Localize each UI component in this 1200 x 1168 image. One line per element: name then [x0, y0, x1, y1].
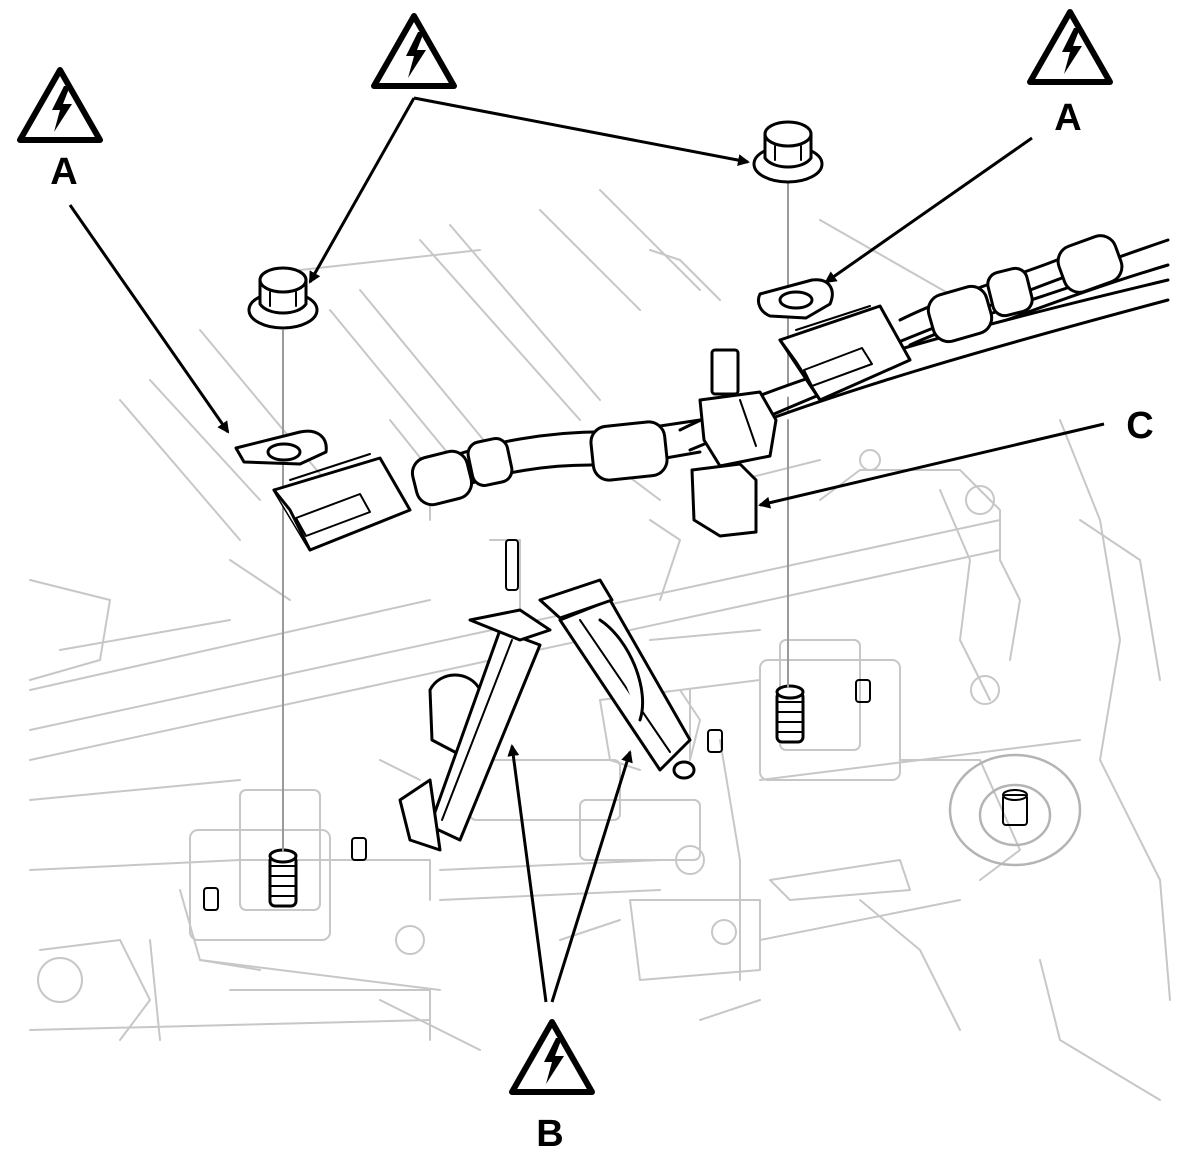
arrow-b-left [507, 744, 548, 1003]
hv-cable [234, 234, 1170, 552]
high-voltage-warning-icon [374, 16, 454, 86]
high-voltage-warning-icon [1030, 12, 1110, 82]
arrow-a-left [68, 204, 230, 434]
arrow-c [758, 422, 1105, 509]
arrow-nut-left [308, 97, 416, 284]
locating-pins [203, 539, 871, 911]
callout-b: B [536, 1113, 563, 1155]
mounting-boss [948, 753, 1082, 867]
high-voltage-warning-icon [20, 70, 100, 140]
connector-lever-right [538, 578, 696, 780]
arrow-nut-right [413, 96, 750, 167]
flange-nut-right [752, 120, 824, 184]
arrow-a-right [824, 136, 1033, 284]
high-voltage-warning-icon [512, 1022, 592, 1092]
terminal-stud-left [268, 848, 298, 908]
arrow-b-right [550, 750, 633, 1003]
leader-arrows [68, 96, 1105, 1003]
background-engine-detail [29, 189, 1171, 1101]
callout-a-right: A [1054, 97, 1081, 139]
flange-nut-left [247, 266, 319, 330]
connector-lever-left [398, 608, 552, 852]
terminal-stud-right [775, 684, 805, 744]
callout-a-left: A [50, 151, 77, 193]
callout-c: C [1126, 405, 1153, 447]
